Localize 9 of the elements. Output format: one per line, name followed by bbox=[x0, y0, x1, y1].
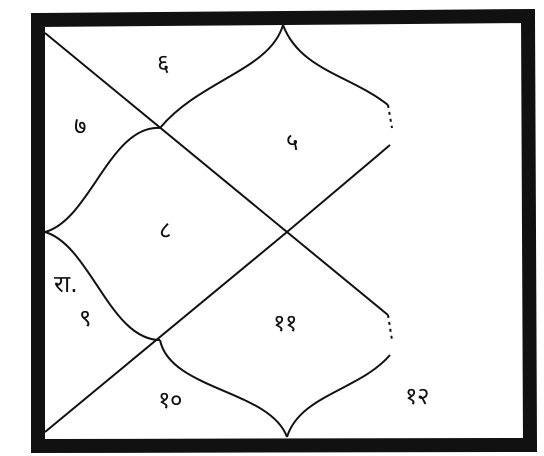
house-number: १२ bbox=[405, 384, 429, 408]
house-number: ७ bbox=[74, 114, 86, 138]
house-number: ५ bbox=[286, 130, 298, 154]
house-number: ९ bbox=[79, 306, 91, 330]
house-number: १० bbox=[158, 388, 182, 412]
house-number: ६ bbox=[157, 51, 169, 75]
house-number: ११ bbox=[273, 311, 297, 335]
house-number: रा. bbox=[54, 272, 78, 296]
house-number: ८ bbox=[159, 218, 171, 242]
